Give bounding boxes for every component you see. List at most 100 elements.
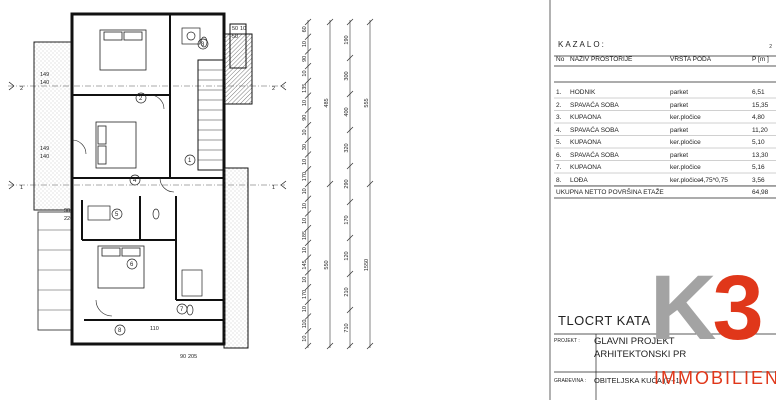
header-area: P [m ] bbox=[752, 56, 769, 63]
dim-chain-1-label: 10 bbox=[302, 203, 308, 209]
dim-chain-3-label: 190 bbox=[344, 35, 350, 44]
dimension-tick bbox=[304, 18, 312, 26]
dimension-tick bbox=[346, 198, 354, 206]
axis-label-2-left: 2 bbox=[20, 86, 23, 92]
room-markers bbox=[111, 38, 209, 336]
legend-cell-no: 1. bbox=[556, 89, 562, 96]
dimension-tick bbox=[304, 92, 312, 99]
legend-page-number: 2 bbox=[769, 44, 772, 50]
dimension-tick bbox=[304, 342, 312, 350]
legend-cell-floor: ker.pločice bbox=[670, 164, 701, 171]
dimension-tick bbox=[346, 306, 354, 314]
dim-chain-2-label: 550 bbox=[324, 260, 330, 269]
room-number-7: 7 bbox=[180, 307, 184, 313]
door-swings bbox=[71, 94, 175, 317]
dimension-tick bbox=[304, 283, 312, 291]
dimension-tick bbox=[304, 180, 312, 188]
dim-chain-1-label: 10 bbox=[302, 218, 308, 224]
dim-chain-1-label: 145 bbox=[302, 260, 308, 269]
legend-cell-name: KUPAONA bbox=[570, 164, 602, 171]
logo-mark-3: 3 bbox=[712, 257, 763, 359]
k3-logo: K3 bbox=[650, 262, 764, 354]
balcony-dim-5: 90 bbox=[64, 208, 70, 214]
dim-chain-3-label: 320 bbox=[344, 143, 350, 152]
dimension-tick bbox=[366, 342, 374, 350]
dimension-tick bbox=[326, 180, 334, 188]
legend-cell-no: 8. bbox=[556, 176, 562, 184]
dim-chain-3-label: 300 bbox=[344, 71, 350, 80]
dim-chain-1-label: 10 bbox=[302, 188, 308, 194]
dimension-tick bbox=[346, 54, 354, 62]
legend-title: KAZALO: bbox=[558, 40, 606, 49]
dim-chain-1-label: 10 bbox=[302, 100, 308, 106]
staircase bbox=[197, 59, 225, 171]
top-dim-1: 50 bbox=[232, 26, 238, 32]
dim-chain-1-label: 170 bbox=[302, 172, 308, 181]
project-line-2: ARHITEKTONSKI PR bbox=[594, 349, 687, 360]
dim-chain-3-label: 120 bbox=[344, 251, 350, 260]
dim-chain-1-label: 110 bbox=[302, 320, 308, 329]
legend-cell-no: 4. bbox=[556, 126, 562, 134]
dimension-tick bbox=[346, 18, 354, 26]
legend-cell-name: KUPAONA bbox=[570, 114, 602, 121]
dimension-tick bbox=[346, 126, 354, 134]
dimension-tick bbox=[326, 342, 334, 350]
dim-chain-1-label: 135 bbox=[302, 84, 308, 93]
dim-chain-1-label: 10 bbox=[302, 306, 308, 312]
dimension-tick bbox=[304, 107, 312, 114]
dimension-tick bbox=[304, 195, 312, 202]
dimension-tick bbox=[304, 166, 312, 173]
dim-chain-1-label: 90 bbox=[302, 115, 308, 121]
legend-cell-no: 2. bbox=[556, 101, 562, 109]
dimension-tick bbox=[304, 151, 312, 158]
room-number-5: 5 bbox=[115, 212, 119, 218]
legend-cell-name: SPAVAĆA SOBA bbox=[570, 151, 619, 159]
room-number-8: 8 bbox=[118, 328, 122, 334]
dimension-tick bbox=[346, 90, 354, 98]
dim-chain-1-label: 10 bbox=[302, 277, 308, 283]
axis-label-2-right: 2 bbox=[272, 86, 275, 92]
legend-cell-name: SPAVAĆA SOBA bbox=[570, 126, 619, 134]
bottom-dim-2: 205 bbox=[188, 354, 197, 360]
legend-header: No NAZIV PROSTORIJE VRSTA PODA P [m ] bbox=[554, 56, 776, 65]
bottom-dim-1: 90 bbox=[180, 354, 186, 360]
header-no: No bbox=[556, 56, 565, 63]
top-dim-3: 50 bbox=[232, 34, 238, 40]
axis-markers bbox=[8, 81, 287, 190]
dim-chain-1-label: 10 bbox=[302, 129, 308, 135]
dim-chain-1-label: 185 bbox=[302, 231, 308, 240]
legend-cell-name: SPAVAĆA SOBA bbox=[570, 101, 619, 109]
legend-cell-floor: ker.pločice bbox=[670, 139, 701, 146]
axis-label-1-left: 1 bbox=[20, 185, 23, 191]
legend-cell-no: 6. bbox=[556, 151, 562, 159]
inner-walls bbox=[72, 14, 224, 321]
legend-cell-floor: ker.pločice bbox=[670, 114, 701, 121]
room-number-1: 1 bbox=[188, 158, 192, 164]
legend-cell-area: 13,30 bbox=[752, 151, 769, 159]
legend-cell-area: 3,56 bbox=[752, 176, 765, 184]
building-value: OBITELJSKA KUĆA (P+1) bbox=[594, 376, 683, 385]
dimension-tick bbox=[346, 162, 354, 170]
dimension-tick bbox=[304, 328, 312, 335]
dimension-tick bbox=[304, 136, 312, 144]
legend-cell-area: 11,20 bbox=[752, 126, 768, 134]
legend-cell-area: 15,35 bbox=[752, 101, 769, 109]
legend-cell-name: KUPAONA bbox=[570, 139, 602, 146]
logo-subtitle: IMMOBILIEN bbox=[654, 368, 776, 388]
top-dim-2: 10 bbox=[240, 26, 246, 32]
total-value: 64,98 bbox=[752, 189, 769, 196]
dim-chain-3-label: 290 bbox=[344, 179, 350, 188]
dim-chain-1-label: 10 bbox=[302, 247, 308, 253]
dim-chain-3-label: 400 bbox=[344, 107, 350, 116]
dimension-tick bbox=[304, 269, 312, 276]
balcony-dim-3: 149 bbox=[40, 146, 49, 152]
balcony-right bbox=[223, 167, 249, 349]
